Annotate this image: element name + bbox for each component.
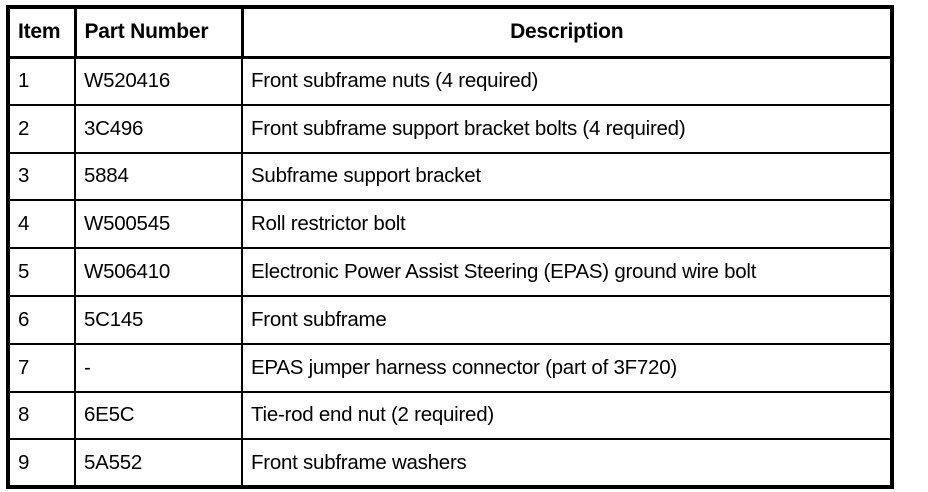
parts-table-container: Item Part Number Description 1 W520416 F… xyxy=(6,5,894,490)
table-row: 7 - EPAS jumper harness connector (part … xyxy=(8,343,892,393)
cell-description: Front subframe support bracket bolts (4 … xyxy=(242,104,892,154)
table-body: 1 W520416 Front subframe nuts (4 require… xyxy=(8,57,892,488)
cell-part-number: 5C145 xyxy=(75,295,243,345)
cell-item: 6 xyxy=(8,295,76,345)
table-row: 5 W506410 Electronic Power Assist Steeri… xyxy=(8,248,892,297)
table-row: 9 5A552 Front subframe washers xyxy=(8,439,892,488)
column-header-description: Description xyxy=(242,7,892,59)
cell-item: 4 xyxy=(8,200,76,250)
cell-part-number: 5A552 xyxy=(75,439,243,488)
table-row: 3 5884 Subframe support bracket xyxy=(8,152,892,202)
cell-part-number: W500545 xyxy=(75,200,243,250)
table-row: 6 5C145 Front subframe xyxy=(8,295,892,345)
cell-item: 8 xyxy=(8,391,76,441)
cell-description: Subframe support bracket xyxy=(242,152,892,202)
cell-part-number: 3C496 xyxy=(75,104,243,154)
cell-part-number: - xyxy=(75,343,243,393)
cell-item: 9 xyxy=(8,439,76,488)
column-header-item: Item xyxy=(8,7,77,59)
cell-description: Front subframe xyxy=(242,295,892,345)
cell-part-number: 5884 xyxy=(75,152,243,202)
table-row: 8 6E5C Tie-rod end nut (2 required) xyxy=(8,391,892,441)
parts-list-table: Item Part Number Description 1 W520416 F… xyxy=(6,5,894,490)
cell-description: Front subframe nuts (4 required) xyxy=(242,57,892,106)
cell-description: Electronic Power Assist Steering (EPAS) … xyxy=(242,248,892,297)
cell-item: 3 xyxy=(8,152,76,202)
table-header: Item Part Number Description xyxy=(8,7,892,59)
cell-description: Front subframe washers xyxy=(242,439,892,488)
cell-description: Tie-rod end nut (2 required) xyxy=(242,391,892,441)
table-row: 4 W500545 Roll restrictor bolt xyxy=(8,200,892,250)
cell-item: 1 xyxy=(8,57,76,106)
cell-item: 7 xyxy=(8,343,76,393)
column-header-part-number: Part Number xyxy=(75,7,244,59)
cell-part-number: W520416 xyxy=(75,57,243,106)
cell-item: 2 xyxy=(8,104,76,154)
cell-description: Roll restrictor bolt xyxy=(242,200,892,250)
cell-item: 5 xyxy=(8,248,76,297)
table-row: 1 W520416 Front subframe nuts (4 require… xyxy=(8,57,892,106)
cell-description: EPAS jumper harness connector (part of 3… xyxy=(242,343,892,393)
table-header-row: Item Part Number Description xyxy=(8,7,892,59)
cell-part-number: W506410 xyxy=(75,248,243,297)
cell-part-number: 6E5C xyxy=(75,391,243,441)
table-row: 2 3C496 Front subframe support bracket b… xyxy=(8,104,892,154)
